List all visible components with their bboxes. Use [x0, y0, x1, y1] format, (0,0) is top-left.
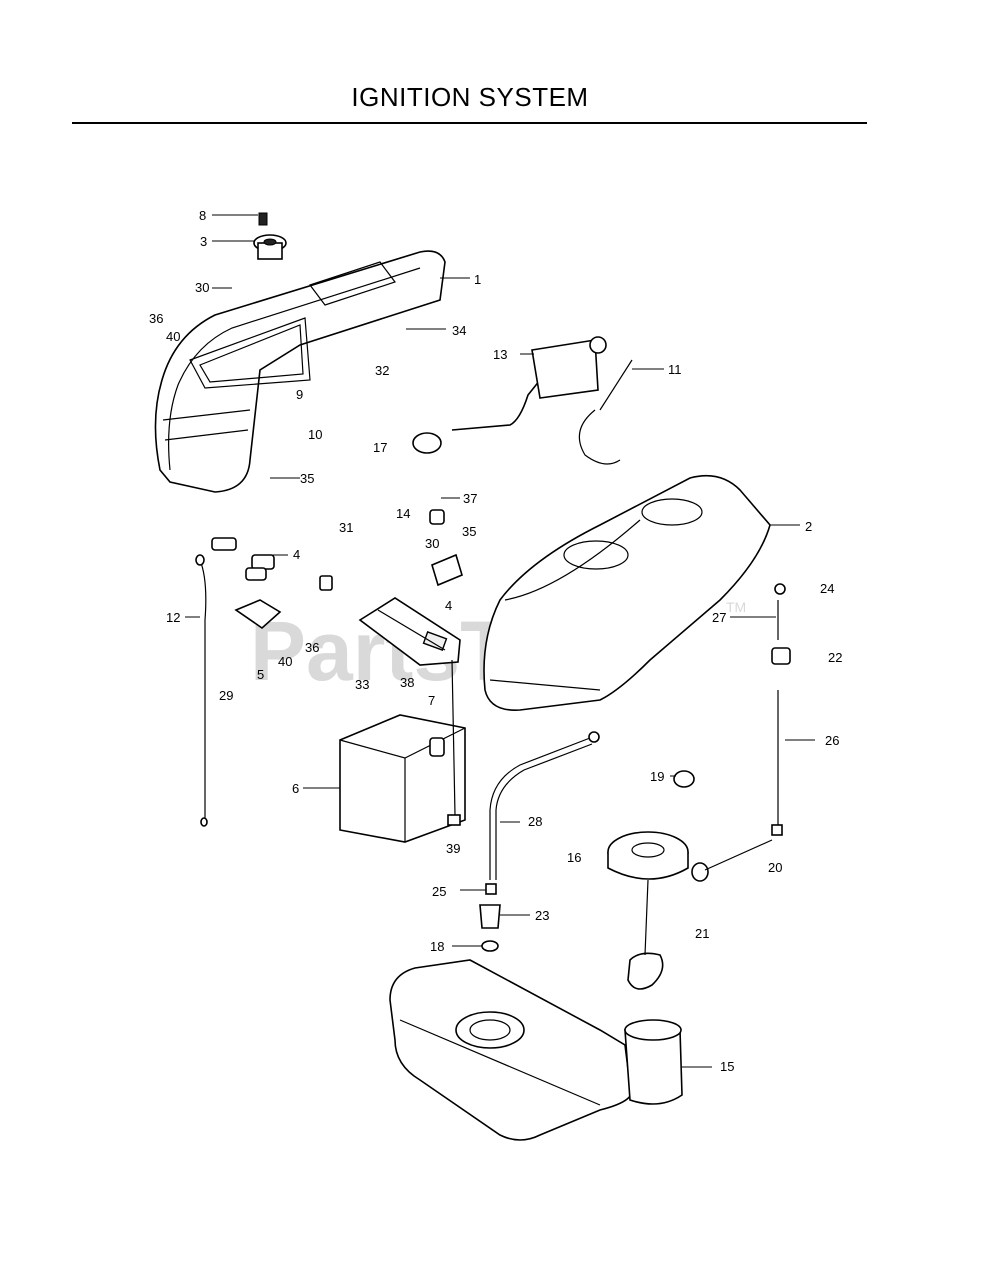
callout-4: 4 [445, 598, 452, 613]
watermark-trademark: TM [726, 599, 746, 615]
part-7-tray [358, 597, 461, 666]
page-title: IGNITION SYSTEM [351, 82, 589, 112]
callout-22: 22 [828, 650, 842, 665]
callout-31: 31 [339, 520, 353, 535]
callout-36: 36 [305, 640, 319, 655]
callout-36: 36 [149, 311, 163, 326]
callout-2: 2 [805, 519, 812, 534]
part-28-23-filter [479, 731, 600, 952]
callout-30: 30 [425, 536, 439, 551]
callout-18: 18 [430, 939, 444, 954]
callout-32: 32 [375, 363, 389, 378]
callout-29: 29 [219, 688, 233, 703]
callout-10: 10 [308, 427, 322, 442]
callout-8: 8 [199, 208, 206, 223]
leader-lines [185, 214, 815, 1068]
part-3-ignition-switch [253, 212, 287, 260]
callout-19: 19 [650, 769, 664, 784]
callout-25: 25 [432, 884, 446, 899]
callout-38: 38 [400, 675, 414, 690]
callout-16: 16 [567, 850, 581, 865]
part-14-switch [429, 509, 463, 587]
part-39-rod [447, 659, 461, 826]
callout-23: 23 [535, 908, 549, 923]
callout-27: 27 [712, 610, 726, 625]
part-1-rear-console [154, 250, 446, 493]
callout-1: 1 [474, 272, 481, 287]
callout-37: 37 [463, 491, 477, 506]
part-22-26-fuel-line [704, 583, 791, 871]
callout-35: 35 [300, 471, 314, 486]
title-rule [72, 122, 867, 124]
callout-14: 14 [396, 506, 410, 521]
callout-3: 3 [200, 234, 207, 249]
callout-4: 4 [293, 547, 300, 562]
part-19-20-grommets [673, 770, 709, 882]
callout-12: 12 [166, 610, 180, 625]
callout-7: 7 [428, 693, 435, 708]
part-11-13-17-linkage [412, 336, 633, 465]
callout-35: 35 [462, 524, 476, 539]
callout-33: 33 [355, 677, 369, 692]
part-16-fuel-cap [607, 831, 689, 990]
callout-labels: 1 2 3 4 4 5 6 7 8 9 10 11 12 13 14 15 16… [149, 208, 842, 1074]
callout-11: 11 [668, 362, 682, 377]
callout-15: 15 [720, 1059, 734, 1074]
callout-21: 21 [695, 926, 709, 941]
callout-28: 28 [528, 814, 542, 829]
callout-40: 40 [166, 329, 180, 344]
part-4-5-brackets [211, 537, 333, 630]
part-15-fuel-tank [389, 959, 683, 1141]
callout-39: 39 [446, 841, 460, 856]
part-2-hood [483, 474, 771, 711]
part-12-cable [195, 554, 208, 827]
callout-34: 34 [452, 323, 466, 338]
callout-30: 30 [195, 280, 209, 295]
callout-13: 13 [493, 347, 507, 362]
part-6-battery [339, 714, 466, 843]
callout-6: 6 [292, 781, 299, 796]
callout-17: 17 [373, 440, 387, 455]
callout-40: 40 [278, 654, 292, 669]
callout-5: 5 [257, 667, 264, 682]
callout-9: 9 [296, 387, 303, 402]
callout-26: 26 [825, 733, 839, 748]
callout-20: 20 [768, 860, 782, 875]
callout-24: 24 [820, 581, 834, 596]
